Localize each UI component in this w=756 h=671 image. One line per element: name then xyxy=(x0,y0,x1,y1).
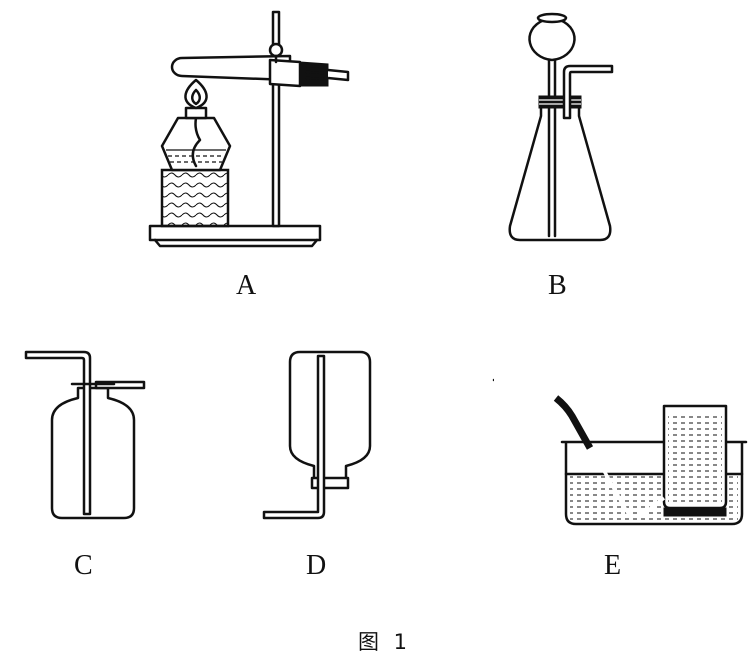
delivery-tube-a xyxy=(327,68,350,82)
bottle-c xyxy=(50,386,136,520)
figure-caption: 图 1 xyxy=(358,630,412,654)
label-c: C xyxy=(74,550,93,581)
apparatus-c xyxy=(24,350,146,520)
flame xyxy=(184,78,208,110)
stand-rod xyxy=(271,10,281,228)
label-d: D xyxy=(306,550,327,581)
label-a: A xyxy=(236,270,257,301)
apparatus-e xyxy=(492,378,748,526)
conical-flask xyxy=(508,102,612,242)
clamp xyxy=(268,58,302,88)
test-tube xyxy=(170,54,292,82)
label-e: E xyxy=(604,550,622,581)
stand-base xyxy=(148,224,322,242)
label-b: B xyxy=(548,270,567,301)
wooden-block xyxy=(160,168,230,228)
bottle-d xyxy=(288,350,372,482)
apparatus-a xyxy=(148,10,350,248)
long-tube-c xyxy=(24,350,92,516)
funnel-bulb xyxy=(528,16,576,62)
delivery-tube-b xyxy=(562,64,614,120)
apparatus-b xyxy=(508,12,614,242)
tube-d xyxy=(262,354,326,520)
apparatus-d xyxy=(262,350,372,520)
stopper-b xyxy=(538,95,582,109)
